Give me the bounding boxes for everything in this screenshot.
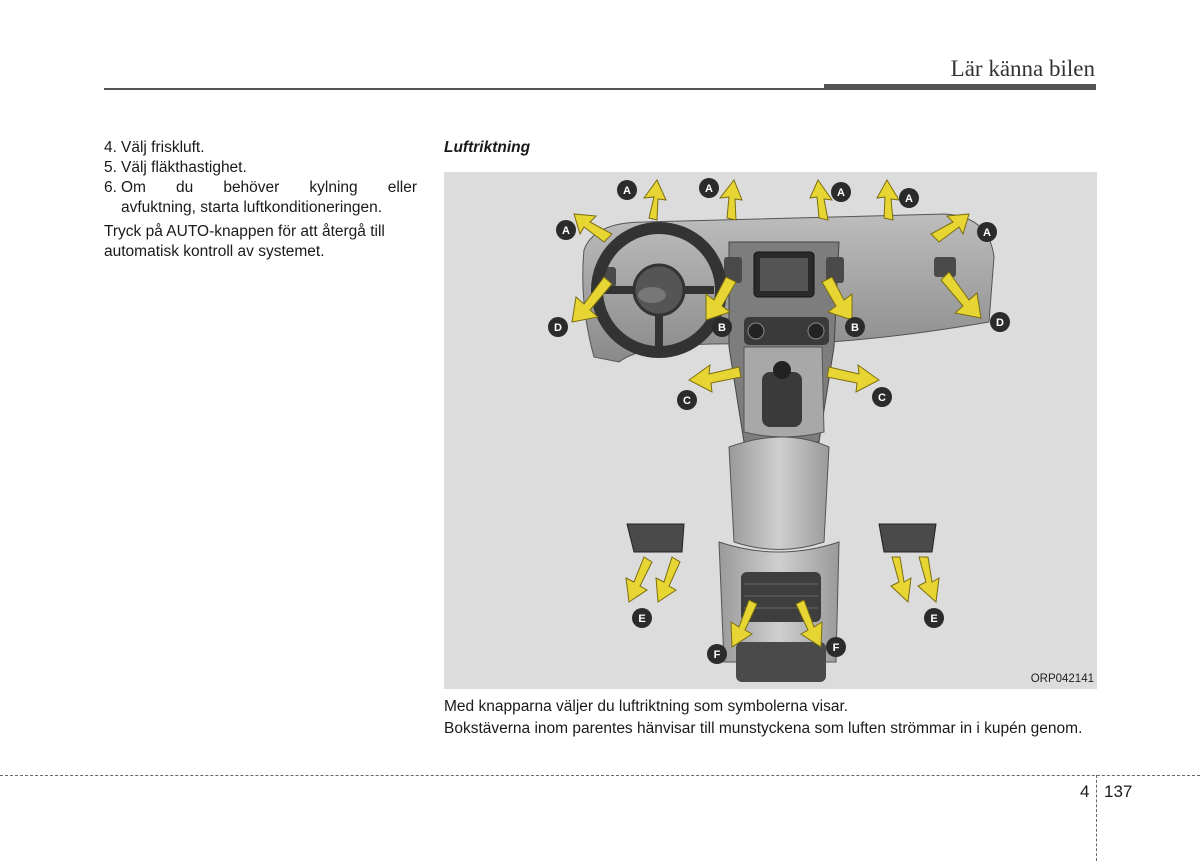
chapter-number: 4 [1080,782,1089,802]
dashboard-illustration: A A A A A A B B D D C C E E F F [444,172,1097,689]
svg-text:A: A [905,193,913,205]
steps-list: 4. Välj friskluft. 5. Välj fläkthastighe… [104,138,417,218]
step-text: Om du behöver kylning eller [121,179,417,196]
marker-b-right: B [845,317,865,337]
svg-text:F: F [833,642,840,654]
svg-text:B: B [718,322,726,334]
marker-e-left: E [632,608,652,628]
step-text: Välj friskluft. [121,139,205,156]
marker-d-left: D [548,317,568,337]
marker-a-5: A [556,220,576,240]
header-section-title: Lär känna bilen [951,56,1095,82]
step-item: 4. Välj friskluft. [104,138,417,158]
step-number: 4. [104,138,117,158]
marker-a-3: A [831,182,851,202]
svg-text:A: A [623,185,631,197]
svg-text:B: B [851,322,859,334]
left-column: 4. Välj friskluft. 5. Välj fläkthastighe… [104,138,417,262]
svg-text:F: F [714,649,721,661]
duct-left [627,524,684,552]
svg-text:E: E [930,613,937,625]
marker-a-4: A [899,188,919,208]
step-text-continued: avfuktning, starta luftkonditioneringen. [121,198,417,218]
figure-captions: Med knapparna väljer du luftriktning som… [444,697,1097,741]
step-number: 5. [104,158,117,178]
figure-code: ORP042141 [1031,673,1094,685]
svg-text:D: D [554,322,562,334]
svg-text:D: D [996,317,1004,329]
duct-right [879,524,936,552]
marker-b-left: B [712,317,732,337]
marker-c-left: C [677,390,697,410]
step-text: Välj fläkthastighet. [121,159,247,176]
marker-f-left: F [707,644,727,664]
auto-note: Tryck på AUTO-knappen för att återgå til… [104,222,417,262]
figure-title: Luftriktning [444,139,530,157]
svg-text:A: A [983,227,991,239]
svg-text:A: A [837,187,845,199]
page-number: 137 [1104,782,1132,802]
header-rule-accent [824,84,1096,90]
caption-line: Med knapparna väljer du luftriktning som… [444,697,1097,717]
marker-c-right: C [872,387,892,407]
airflow-figure: A A A A A A B B D D C C E E F F ORP04214… [444,172,1097,689]
step-item: 6. Om du behöver kylning eller avfuktnin… [104,178,417,218]
caption-line: Bokstäverna inom parentes hänvisar till … [444,719,1097,739]
marker-d-right: D [990,312,1010,332]
svg-text:C: C [878,392,886,404]
footer-vertical-divider [1096,775,1097,861]
svg-text:C: C [683,395,691,407]
step-number: 6. [104,178,117,198]
armrest [729,437,829,550]
svg-text:A: A [705,183,713,195]
marker-a-1: A [617,180,637,200]
svg-text:E: E [638,613,645,625]
step-item: 5. Välj fläkthastighet. [104,158,417,178]
marker-f-right: F [826,637,846,657]
footer-divider [0,775,1200,776]
svg-text:A: A [562,225,570,237]
marker-e-right: E [924,608,944,628]
marker-a-2: A [699,178,719,198]
marker-a-6: A [977,222,997,242]
